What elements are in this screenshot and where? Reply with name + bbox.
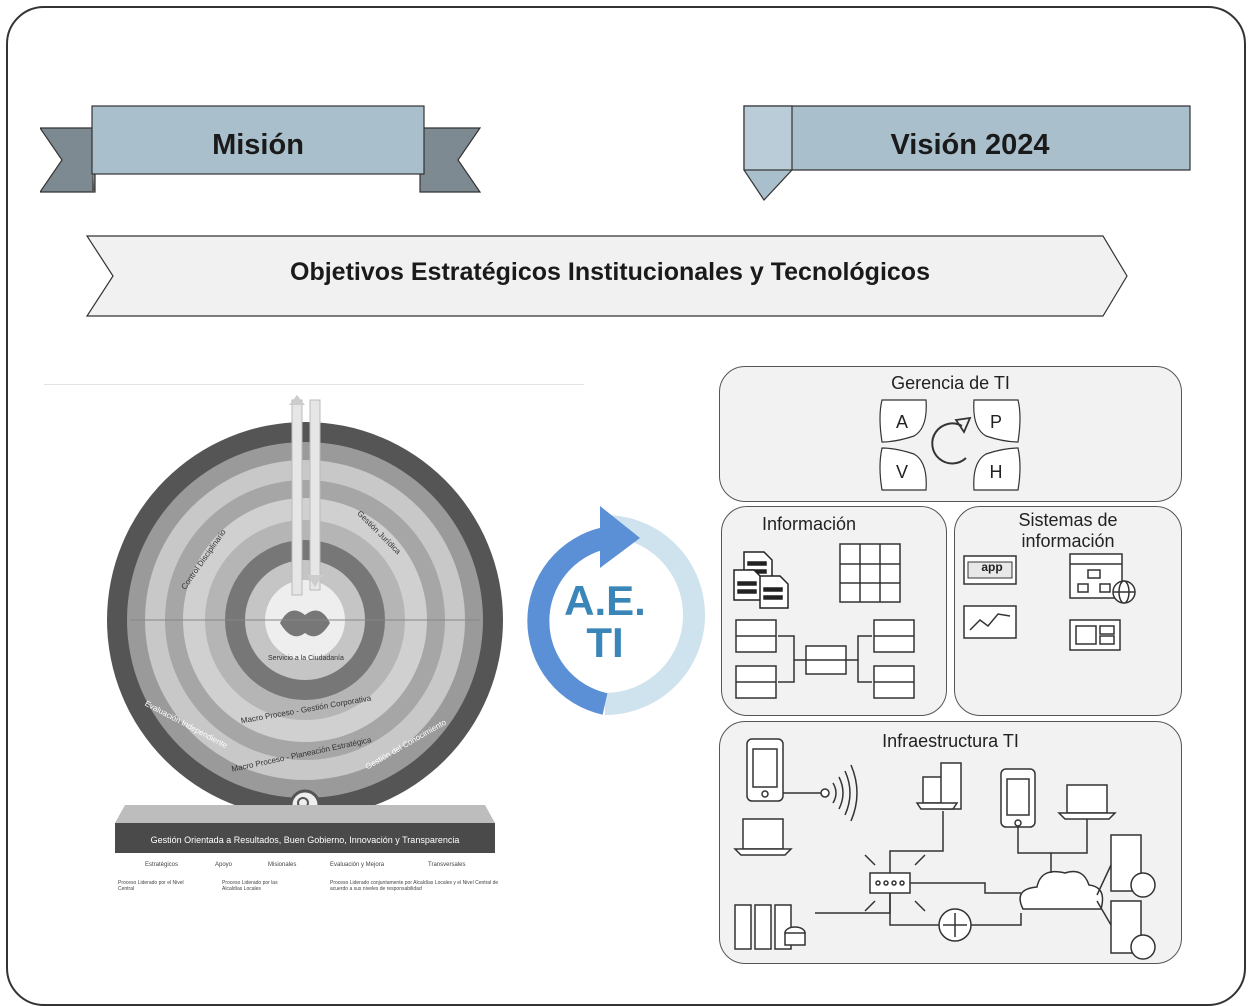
laptop-icon-left (733, 818, 793, 856)
legend-misionales: Misionales (268, 862, 297, 868)
web-server-icon-2 (1110, 900, 1156, 960)
cycle-label-line2: TI (586, 619, 624, 666)
mision-label: Misión (212, 129, 304, 161)
web-app-icon (1069, 553, 1136, 604)
sistemas-title-line2: información (1021, 531, 1115, 551)
legend-conjunto: Proceso Liderado conjuntamente por Alcal… (330, 880, 499, 892)
switch-arrows-icon (864, 854, 926, 912)
page-frame (6, 6, 1246, 1006)
laptop-icon-right (1057, 784, 1117, 820)
sistemas-icons (963, 553, 1136, 651)
process-map-base (115, 805, 495, 853)
vision-label: Visión 2024 (890, 129, 1050, 161)
pdca-icon (879, 399, 1021, 491)
gerencia-box (719, 366, 1182, 502)
cycle-label: A.E. TI (540, 580, 670, 664)
legend-nivel-central: Proceso Liderado por el Nivel Central (118, 880, 184, 892)
mision-banner (40, 105, 482, 193)
informacion-title: Información (761, 514, 857, 534)
servers-icon-left (734, 904, 806, 950)
pdca-a: A (895, 412, 908, 432)
legend-evaluacion: Evaluación y Mejora (330, 862, 385, 868)
sistemas-title: Sistemas de información (968, 510, 1168, 552)
switch-icon (869, 872, 911, 894)
wifi-icon (783, 764, 858, 822)
pdca-p: P (989, 412, 1002, 432)
workstation-icon (915, 762, 962, 810)
app-window-icon (963, 555, 1017, 585)
process-map-wheel (107, 395, 503, 821)
infraestructura-title: Infraestructura TI (882, 731, 1019, 751)
process-map-base-label: Gestión Orientada a Resultados, Buen Gob… (150, 835, 460, 845)
informacion-icons (733, 543, 915, 699)
cycle-arrow (527, 506, 705, 715)
gerencia-title: Gerencia de TI (891, 373, 1010, 393)
objectives-label: Objetivos Estratégicos Institucionales y… (290, 258, 930, 286)
legend-apoyo: Apoyo (215, 862, 233, 868)
pdca-v: V (895, 462, 908, 482)
router-icon (938, 908, 972, 942)
objectives-arrow (85, 235, 1128, 317)
app-label: app (981, 560, 1003, 574)
data-flow-icon (735, 619, 915, 699)
cloud-icon (1019, 870, 1104, 910)
sistemas-title-line1: Sistemas de (1018, 510, 1118, 530)
ring-label-ciudadania: Servicio a la Ciudadanía (268, 655, 344, 662)
documents-icon (733, 551, 789, 609)
vision-banner (743, 105, 1191, 201)
process-map-divider (44, 384, 584, 385)
dashboard-window-icon (1069, 619, 1121, 651)
legend-estrategicos: Estratégicos (145, 862, 179, 868)
chart-window-icon (963, 605, 1017, 639)
phone-icon-left (746, 738, 784, 802)
pdca-h: H (989, 462, 1003, 482)
legend-alcaldias: Proceso Liderado por las Alcaldías Local… (222, 880, 278, 892)
cycle-label-line1: A.E. (564, 577, 646, 624)
grid-icon (839, 543, 901, 603)
web-server-icon-1 (1110, 834, 1156, 898)
legend-transversales: Transversales (428, 862, 466, 868)
phone-icon-right (1000, 768, 1036, 828)
network-diagram (733, 738, 1156, 960)
